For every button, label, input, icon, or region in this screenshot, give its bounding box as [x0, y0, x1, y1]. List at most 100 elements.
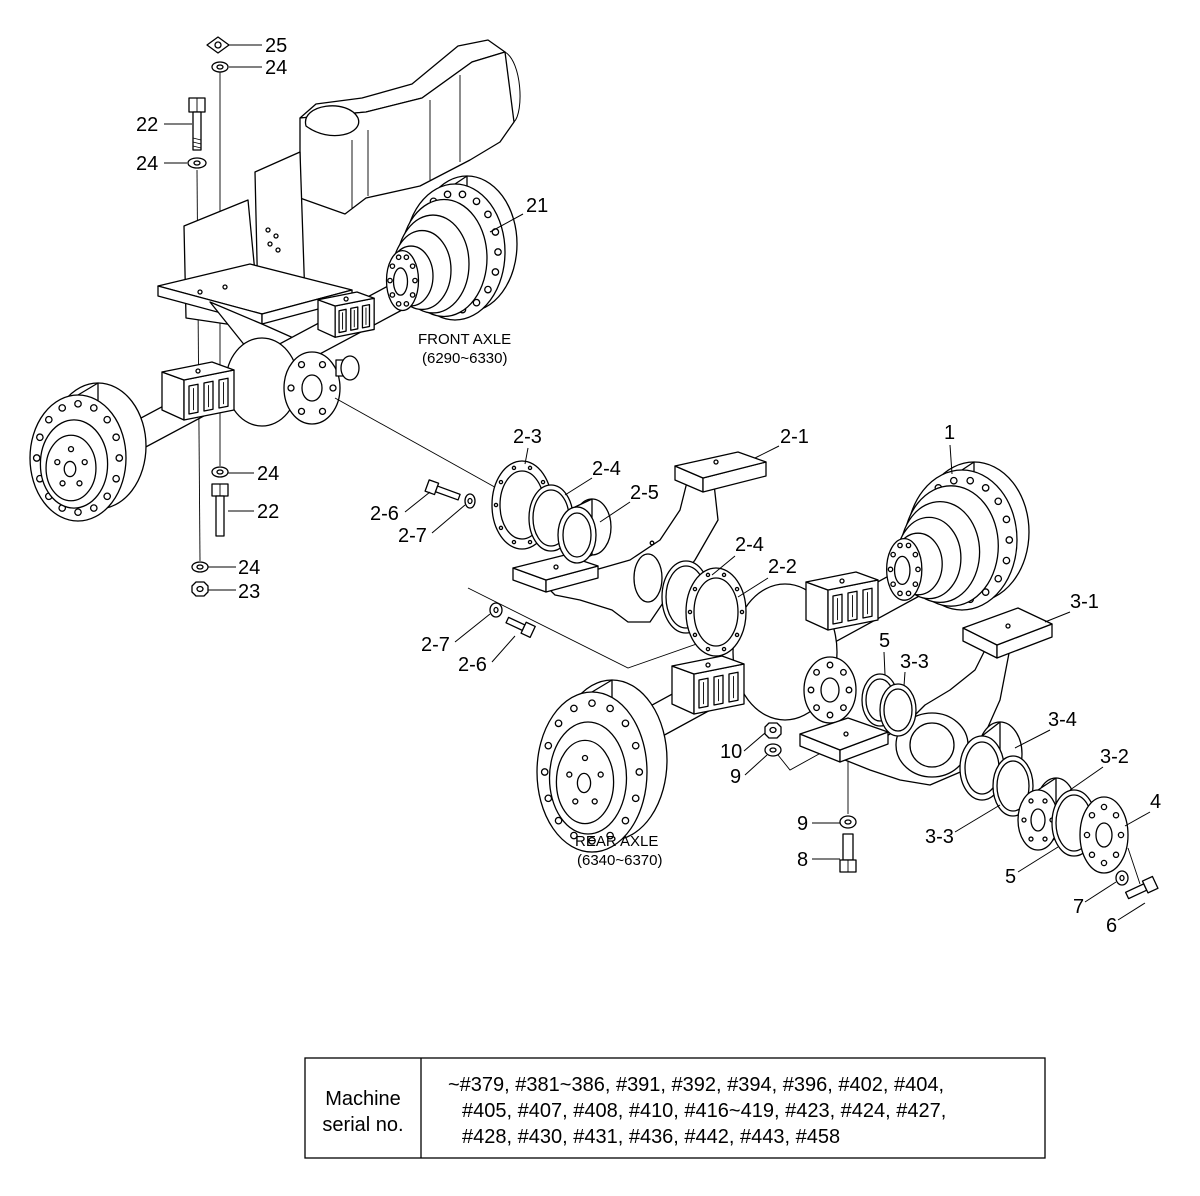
bolt-hole: [845, 686, 853, 694]
part-9-washer-b: [839, 815, 857, 829]
callout-10: 10: [720, 741, 742, 763]
rear-left-mounting-pad: [671, 655, 745, 715]
callout-3-1: 3-1: [1070, 591, 1099, 613]
callout-2-4-b: 2-4: [735, 534, 764, 556]
hub-bolt-hole: [949, 476, 958, 485]
callout-2-2: 2-2: [768, 556, 797, 578]
hub-bolt-hole: [621, 719, 630, 728]
rear-axle-label: REAR AXLE (6340~6370): [575, 833, 663, 869]
part-3-3-ring-a: [879, 683, 917, 737]
hub-bolt-hole: [1005, 536, 1014, 544]
callout-9-a: 9: [730, 766, 741, 788]
tube-flange-bolt: [409, 292, 416, 298]
callout-24-mid: 24: [257, 463, 279, 485]
part-10-nut: [764, 722, 782, 739]
part-8-bolt: [839, 833, 857, 873]
bolt-hole: [1028, 798, 1034, 804]
bolt-hole: [1112, 811, 1120, 819]
part-3-2-holes: [1021, 798, 1055, 842]
serial-values-line-3: #428, #430, #431, #436, #442, #443, #458: [462, 1126, 840, 1148]
hub-bolt-hole: [631, 741, 640, 750]
callout-2-5: 2-5: [630, 482, 659, 504]
hub-bolt-hole: [491, 268, 500, 276]
hub-bolt-hole: [631, 794, 640, 803]
hub-bolt-hole: [570, 704, 578, 713]
tube-flange-bolt: [887, 566, 894, 573]
hub-bolt-hole: [103, 492, 112, 501]
bolt-hole: [318, 360, 327, 369]
callout-3-2: 3-2: [1100, 746, 1129, 768]
hub-bolt-hole: [966, 476, 975, 485]
hub-bolt-hole: [115, 454, 124, 462]
bolt-hole: [839, 704, 847, 712]
bolt-hole: [297, 407, 306, 416]
pad-bolt-hole: [839, 578, 845, 584]
part-6-bolt: [1124, 875, 1159, 900]
front-axle-title: FRONT AXLE: [418, 331, 511, 348]
bolt-hole: [1042, 836, 1048, 842]
hub-bolt-hole: [588, 836, 596, 845]
bolt-hole: [734, 632, 740, 638]
callout-24-top: 24: [265, 57, 287, 79]
hub-stud-hole: [76, 480, 83, 487]
callout-9-b: 9: [797, 813, 808, 835]
callout-3-3-a: 3-3: [900, 651, 929, 673]
callout-2-7-b: 2-7: [421, 634, 450, 656]
front-differential: [225, 337, 360, 427]
pad-bolt-hole: [343, 296, 349, 302]
hub-bolt-hole: [606, 704, 614, 713]
callout-25: 25: [265, 35, 287, 57]
hub-bolt-hole: [32, 454, 41, 462]
hub-bolt-hole: [554, 719, 563, 728]
bolt-hole: [287, 384, 295, 392]
hub-stud-hole: [591, 798, 598, 805]
bolt-hole: [721, 572, 727, 578]
callout-21: 21: [526, 195, 548, 217]
callout-labels: 25 24 22 24 21 2-3 2-4 2-1 1 2-5 2-6 2-7…: [136, 35, 1161, 937]
callout-2-6-a: 2-6: [370, 503, 399, 525]
callout-3-3-b: 3-3: [925, 826, 954, 848]
tube-flange-bolt: [897, 590, 903, 597]
hub-bolt-hole: [484, 210, 492, 219]
hub-bolt-hole: [58, 404, 67, 412]
front-right-wheel-hub-21: [385, 175, 518, 321]
part-24-washer-left: [187, 157, 207, 169]
bolt-hole: [498, 525, 504, 531]
tube-flange-bolt: [403, 300, 410, 307]
tube-flange-bolt: [912, 581, 919, 588]
serial-table-border: [304, 1057, 1046, 1159]
hub-bolt-hole: [89, 404, 98, 412]
part-2-5-bushing: [557, 498, 612, 564]
part-22-bolt-top: [188, 97, 206, 151]
bolt-hole: [540, 479, 546, 485]
hub-bolt-hole: [544, 741, 553, 750]
part-2-6-bolt-b: [505, 616, 536, 639]
pad-bolt-hole: [705, 662, 711, 668]
hub-bolt-hole: [994, 574, 1003, 583]
hub-bolt-hole: [621, 816, 630, 825]
callout-leader-lines: [164, 44, 1151, 921]
front-frame-bracket: [157, 39, 521, 353]
bolt-hole: [493, 502, 499, 508]
bolt-hole: [807, 686, 815, 694]
part-24-washer-mid: [211, 466, 229, 478]
hub-bolt-hole: [103, 415, 112, 424]
hub-stud-hole: [597, 771, 604, 778]
bolt-hole: [687, 609, 693, 615]
bolt-hole: [1083, 831, 1091, 839]
bolt-hole: [329, 384, 337, 392]
hub-stud-hole: [81, 459, 88, 466]
bolt-hole: [1028, 836, 1034, 842]
callout-2-1: 2-1: [780, 426, 809, 448]
tube-flange-bolt: [395, 254, 402, 261]
hub-bolt-hole: [443, 190, 452, 199]
bolt-hole: [734, 586, 740, 592]
hub-bolt-hole: [554, 816, 563, 825]
callout-5-a: 5: [879, 630, 890, 652]
hub-bolt-hole: [484, 285, 492, 294]
bolt-hole: [826, 711, 834, 719]
tube-flange-bolt: [905, 590, 912, 597]
hub-bolt-hole: [44, 415, 53, 424]
hub-bolt-hole: [494, 248, 502, 256]
rear-axle-assembly: [424, 451, 1159, 900]
